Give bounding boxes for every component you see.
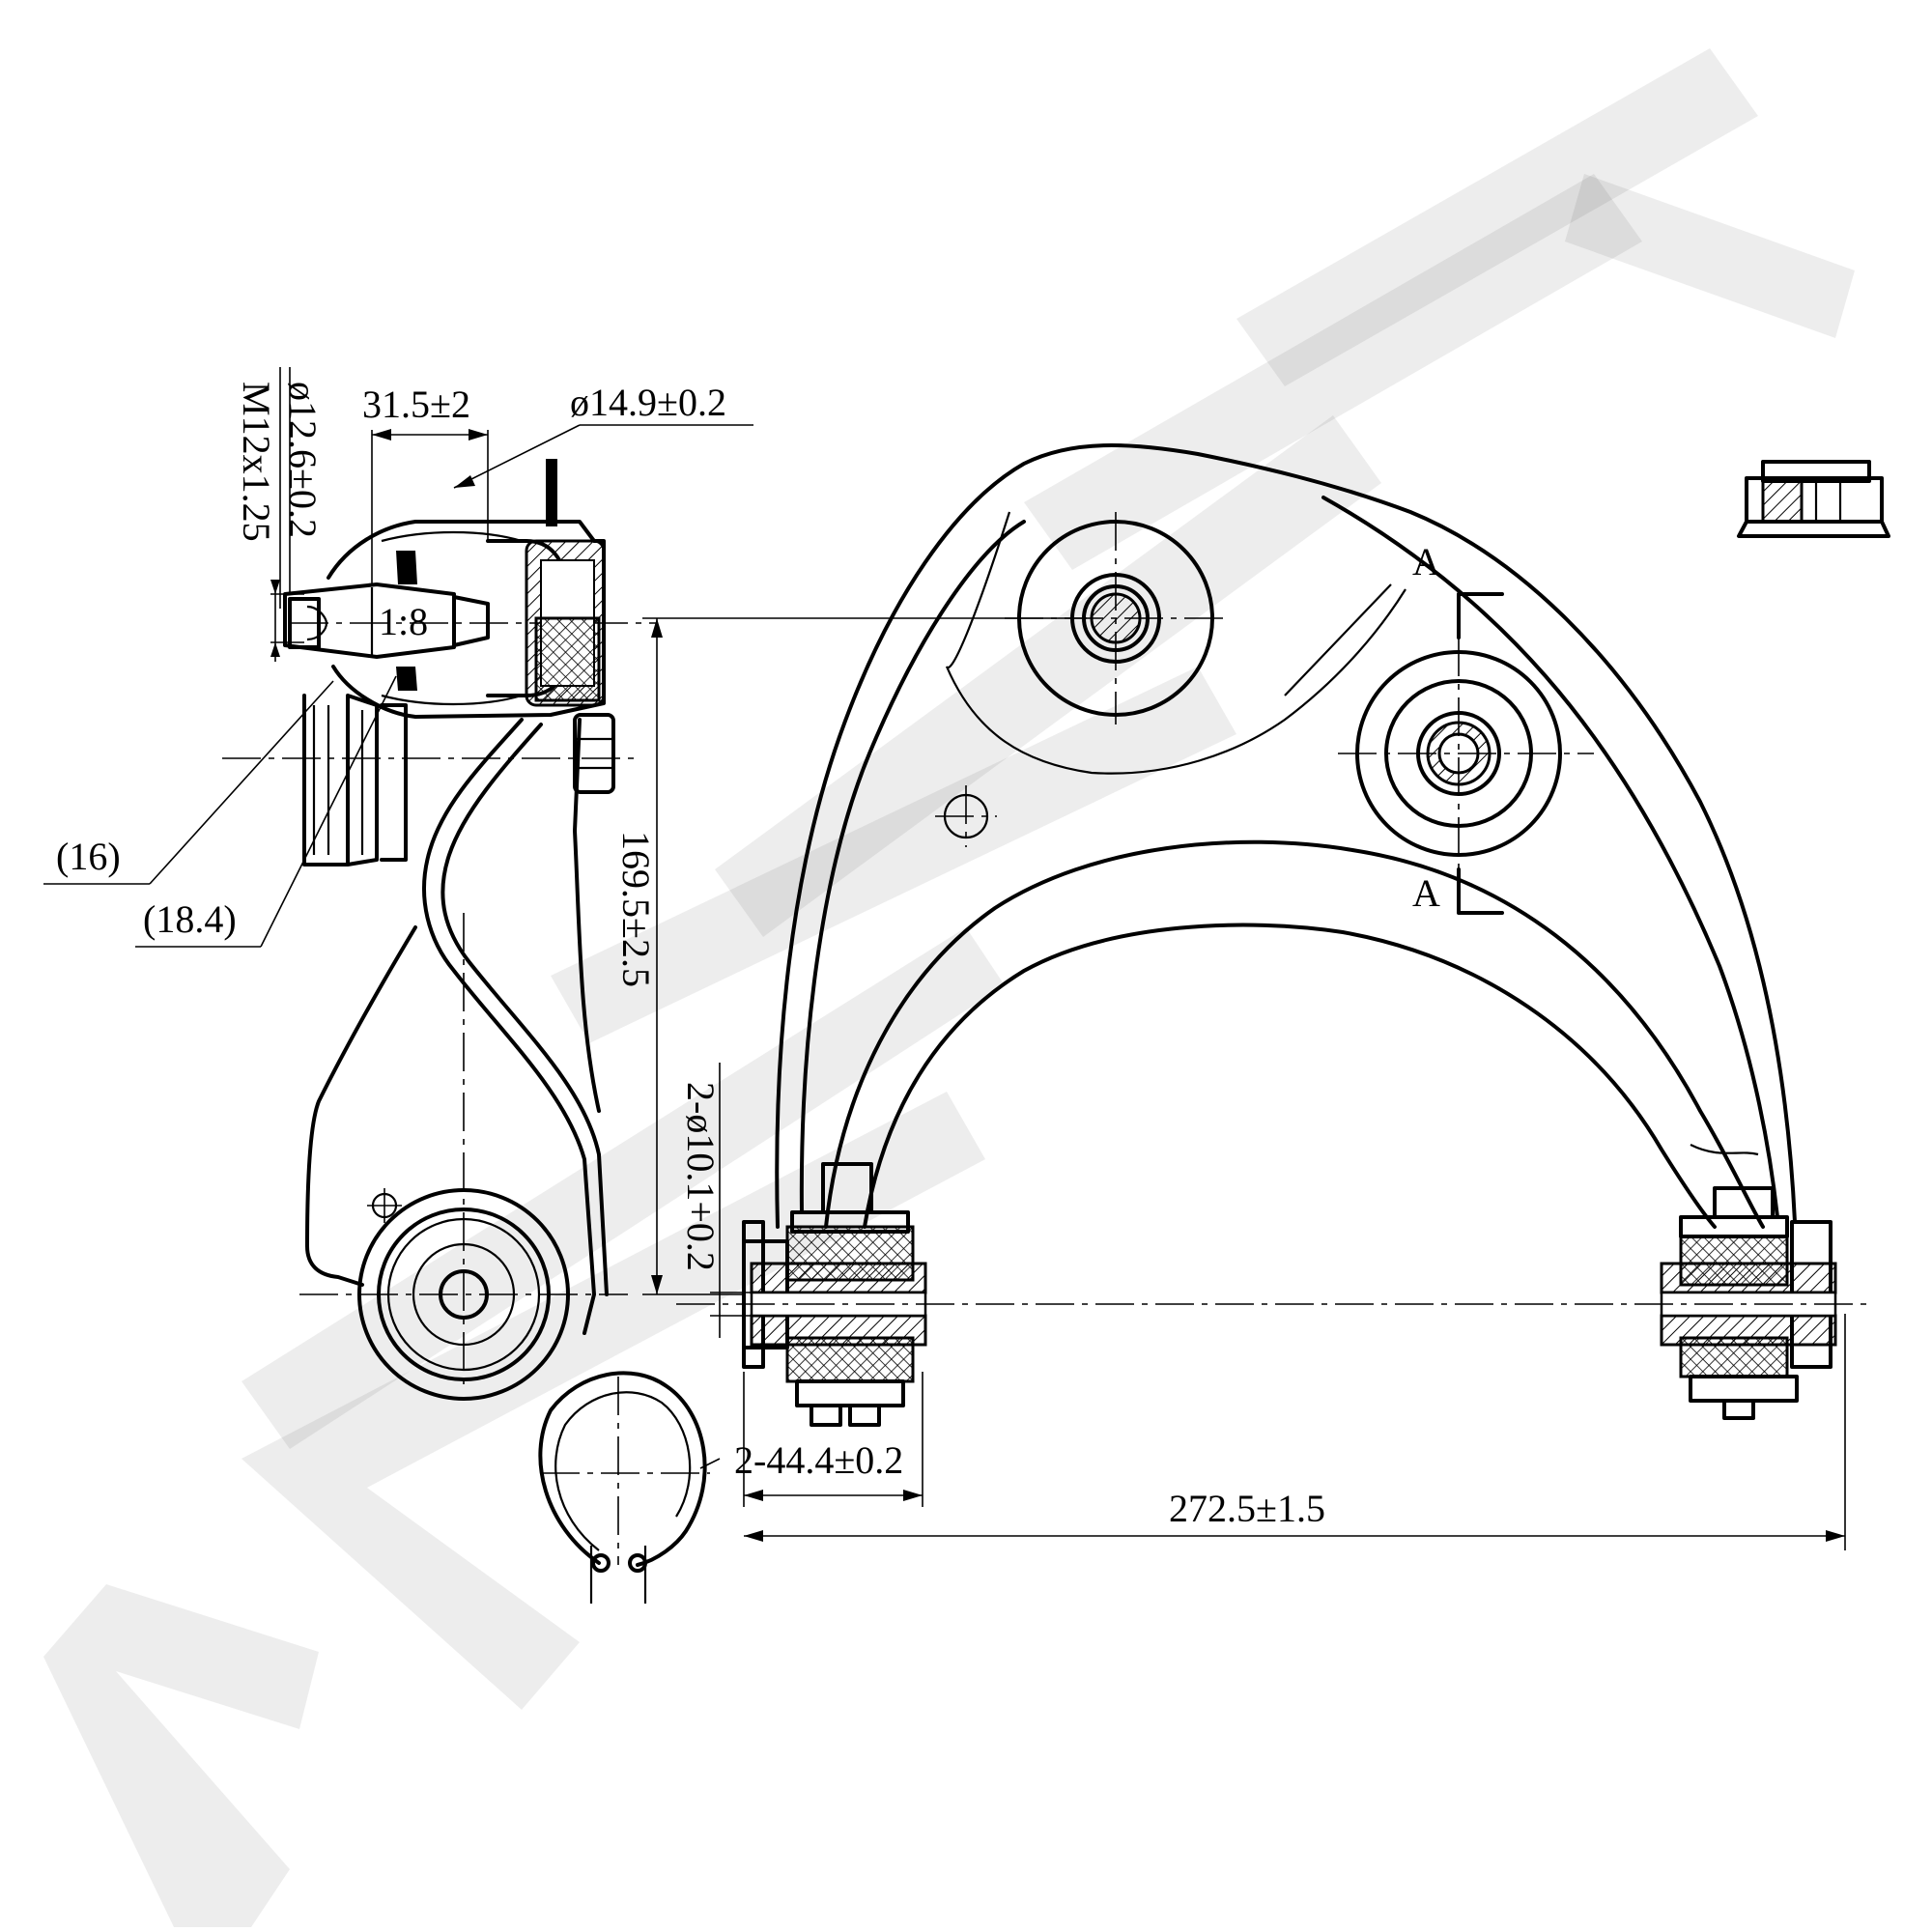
reference-16-label: (16) (56, 835, 121, 878)
span-dimension-label: 272.5±1.5 (1169, 1487, 1325, 1530)
circlip-icon (538, 1371, 710, 1604)
reference-18-4-label: (18.4) (143, 897, 237, 941)
taper-ratio-label: 1:8 (379, 600, 428, 643)
height-dimension-label: 169.5±2.5 (614, 831, 658, 987)
flange-nut-icon (1737, 460, 1890, 538)
front-view-control-arm (676, 443, 1869, 1427)
boot-diameter-label: ø14.9±0.2 (570, 381, 726, 424)
shank-diameter-label: ø12.6±0.2 (281, 382, 325, 538)
thread-spec-label: M12x1.25 (235, 382, 278, 542)
dimension-lines (43, 367, 1846, 1550)
stud-length-label: 31.5±2 (362, 383, 470, 426)
bushing-length-label: 2-44.4±0.2 (734, 1438, 903, 1482)
watermark (43, 48, 1855, 1927)
section-marker-bottom: A (1412, 871, 1440, 915)
section-marker-top: A (1412, 540, 1440, 583)
side-view-control-arm (222, 459, 657, 1401)
bore-diameter-label: 2-ø10.1+0.2 (679, 1082, 723, 1271)
right-bushing (1660, 1186, 1837, 1420)
